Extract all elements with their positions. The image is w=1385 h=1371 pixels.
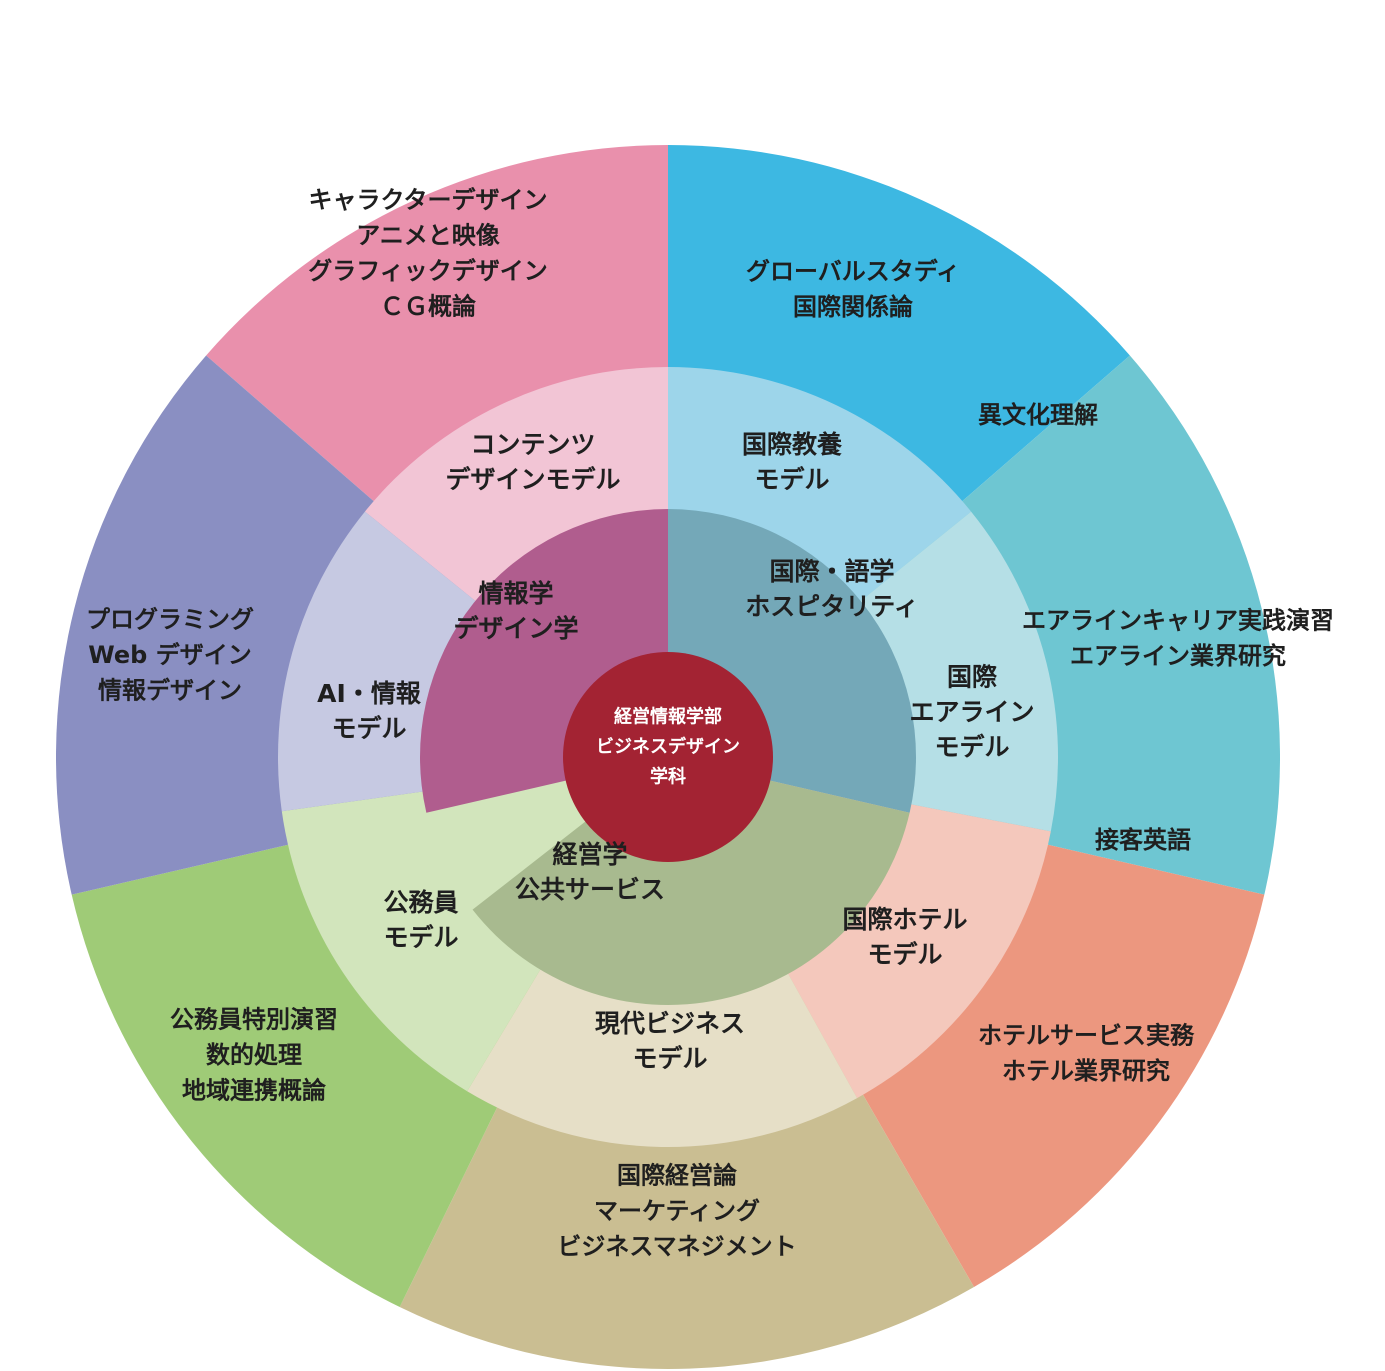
course-label: ＣＧ概論 [380,292,477,320]
course-label: マーケティング [594,1197,760,1225]
center-circle [563,652,773,862]
model-label: モデル [383,923,458,952]
course-label: Web デザイン [88,641,251,669]
model-label: モデル [867,940,942,969]
discipline-label: 公共サービス [515,875,665,904]
discipline-label: 経営学 [552,840,627,869]
course-label: 異文化理解 [978,401,1098,429]
model-label: モデル [934,733,1009,762]
course-label: 地域連携概論 [182,1077,327,1105]
diagram-labels: キャラクターデザインアニメと映像グラフィックデザインＣＧ概論グローバルスタディ国… [86,186,1334,1261]
center-label: ビジネスデザイン [596,736,740,758]
discipline-label: 国際・語学 [769,557,894,586]
model-label: 公務員 [383,888,458,917]
course-label: グラフィックデザイン [308,257,548,285]
discipline-label: ホスピタリティ [745,592,919,621]
model-label: エアライン [909,698,1034,727]
course-label: ホテル業界研究 [1002,1057,1170,1085]
course-label: エアライン業界研究 [1070,642,1286,670]
course-label: 情報デザイン [98,677,242,705]
model-label: 国際 [947,663,997,692]
course-label: 接客英語 [1095,826,1191,854]
model-label: コンテンツ [470,430,595,459]
course-label: キャラクターデザイン [308,186,547,214]
center-label: 学科 [650,766,686,788]
center-label: 経営情報学部 [614,706,722,728]
course-label: アニメと映像 [356,221,501,249]
course-label: ホテルサービス実務 [978,1021,1195,1049]
model-label: 国際ホテル [842,905,967,934]
course-label: 国際関係論 [793,293,914,321]
course-label: 国際経営論 [617,1162,738,1190]
model-label: 現代ビジネス [595,1009,745,1038]
model-label: デザインモデル [445,465,620,494]
course-label: 数的処理 [206,1041,302,1069]
discipline-label: デザイン学 [453,614,578,643]
model-label: モデル [754,465,829,494]
course-label: ビジネスマネジメント [557,1233,796,1261]
model-label: モデル [632,1044,707,1073]
model-label: 国際教養 [742,430,842,459]
course-label: 公務員特別演習 [170,1006,338,1034]
course-label: エアラインキャリア実践演習 [1022,606,1334,634]
department-center [563,652,773,862]
discipline-label: 情報学 [478,579,553,608]
model-label: モデル [331,714,406,743]
model-label: AI・情報 [317,679,422,708]
discipline-sector-mgmt [472,757,910,1005]
course-label: プログラミング [86,606,254,634]
course-label: グローバルスタディ [746,257,960,285]
